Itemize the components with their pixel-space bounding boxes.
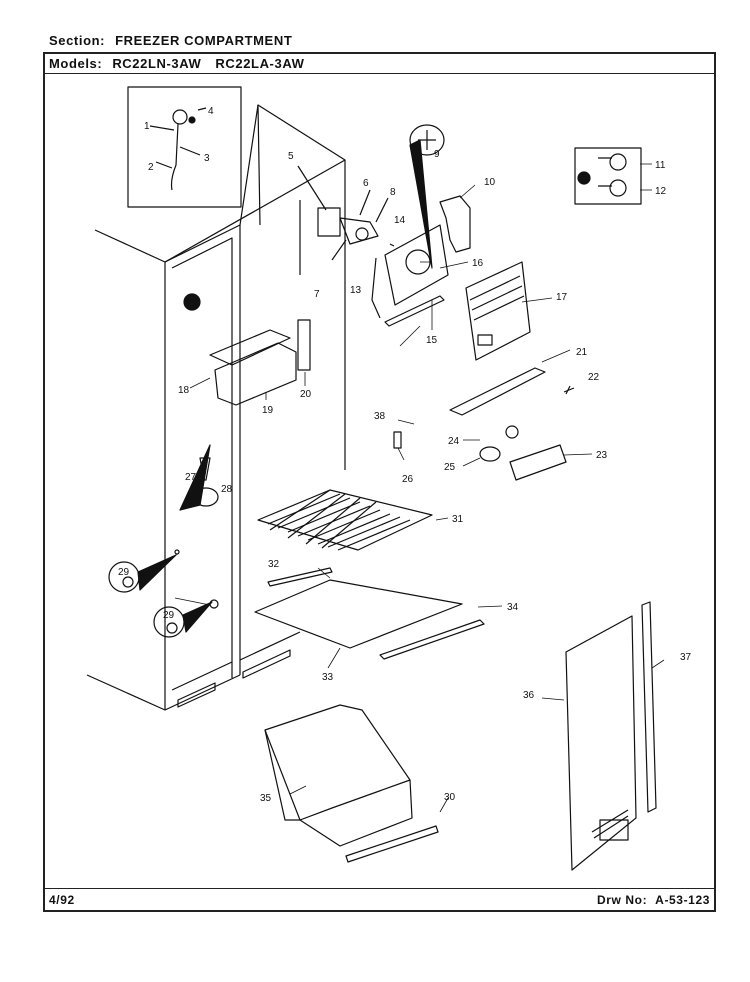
part-25-bulb — [479, 446, 501, 462]
part-32-support — [267, 567, 333, 587]
callout-24: 24 — [448, 436, 460, 447]
part-22-screw — [563, 385, 575, 395]
parts-11-12-inset — [574, 147, 642, 205]
callout-18: 18 — [178, 385, 190, 396]
callout-33: 33 — [322, 672, 334, 683]
callout-labels: 1 2 3 4 5 6 7 8 9 10 11 12 13 14 15 16 1… — [118, 106, 692, 804]
part-26-clip — [393, 431, 402, 449]
footer-divider — [43, 888, 716, 889]
part-9-detail — [409, 124, 445, 269]
part-21-rail — [449, 367, 546, 416]
model-2: RC22LA-3AW — [215, 56, 305, 71]
callout-9: 9 — [434, 149, 440, 160]
callout-22: 22 — [588, 372, 600, 383]
callout-20: 20 — [300, 389, 312, 400]
parts-18-19-20 — [209, 319, 311, 406]
callout-2: 2 — [148, 162, 154, 173]
callout-26: 26 — [402, 474, 414, 485]
part-33-glass-shelf — [254, 579, 463, 649]
footer-drawing-number: Drw No: A-53-123 — [597, 893, 710, 907]
footer-date: 4/92 — [49, 893, 75, 907]
part-34-trim — [379, 619, 485, 660]
callout-1: 1 — [144, 121, 150, 132]
callout-8: 8 — [390, 187, 396, 198]
diagram-frame — [43, 52, 716, 912]
control-assembly — [297, 165, 395, 261]
part-38-screw — [397, 419, 415, 425]
callout-38: 38 — [374, 411, 386, 422]
leader-lines — [189, 163, 665, 813]
part-24-socket — [505, 425, 519, 439]
callout-10: 10 — [484, 177, 496, 188]
callout-17: 17 — [556, 292, 568, 303]
part-15-strip — [384, 295, 445, 327]
callout-21: 21 — [576, 347, 588, 358]
part-10-bracket — [439, 195, 471, 253]
model-1: RC22LN-3AW — [112, 56, 202, 71]
callout-30: 30 — [444, 792, 456, 803]
callout-35: 35 — [260, 793, 272, 804]
callout-34: 34 — [507, 602, 519, 613]
models-header: Models: RC22LN-3AW RC22LA-3AW — [49, 56, 304, 71]
callout-16: 16 — [472, 258, 484, 269]
callout-29a: 29 — [118, 567, 130, 578]
part-35-basket — [264, 704, 413, 847]
models-divider — [43, 73, 716, 74]
part-37-strip — [641, 601, 657, 813]
callout-3: 3 — [204, 153, 210, 164]
section-value: FREEZER COMPARTMENT — [115, 33, 293, 48]
parts-27-28-detail — [179, 444, 219, 511]
callout-19: 19 — [262, 405, 274, 416]
callout-7: 7 — [314, 289, 320, 300]
callout-13: 13 — [350, 285, 362, 296]
part-29-details — [108, 554, 213, 638]
callout-11: 11 — [655, 160, 666, 171]
part-31-wire-shelf — [257, 489, 433, 551]
callout-36: 36 — [523, 690, 535, 701]
callout-37: 37 — [680, 652, 692, 663]
section-header: Section: FREEZER COMPARTMENT — [49, 33, 292, 48]
section-label: Section: — [49, 33, 106, 48]
parts-inset-1-4 — [127, 86, 242, 208]
callout-25: 25 — [444, 462, 456, 473]
callout-4: 4 — [208, 106, 214, 117]
callout-12: 12 — [655, 186, 667, 197]
models-label: Models: — [49, 56, 103, 71]
drawing-label: Drw No: — [596, 893, 648, 907]
callout-23: 23 — [596, 450, 608, 461]
part-23-light-shield — [509, 444, 567, 481]
callout-29b: 29 — [163, 610, 175, 621]
callout-27: 27 — [185, 472, 197, 483]
callout-31: 31 — [452, 514, 464, 525]
callout-6: 6 — [363, 178, 369, 189]
callout-28: 28 — [221, 484, 233, 495]
callout-15: 15 — [426, 335, 438, 346]
drawing-number: A-53-123 — [655, 893, 710, 907]
callout-32: 32 — [268, 559, 280, 570]
part-17-evaporator-cover — [465, 261, 553, 361]
part-36-panel — [565, 615, 637, 871]
callout-14: 14 — [394, 215, 406, 226]
callout-5: 5 — [288, 151, 294, 162]
freezer-cabinet — [86, 104, 346, 711]
part-30-strip — [345, 825, 439, 863]
part-13-strip — [371, 257, 381, 319]
